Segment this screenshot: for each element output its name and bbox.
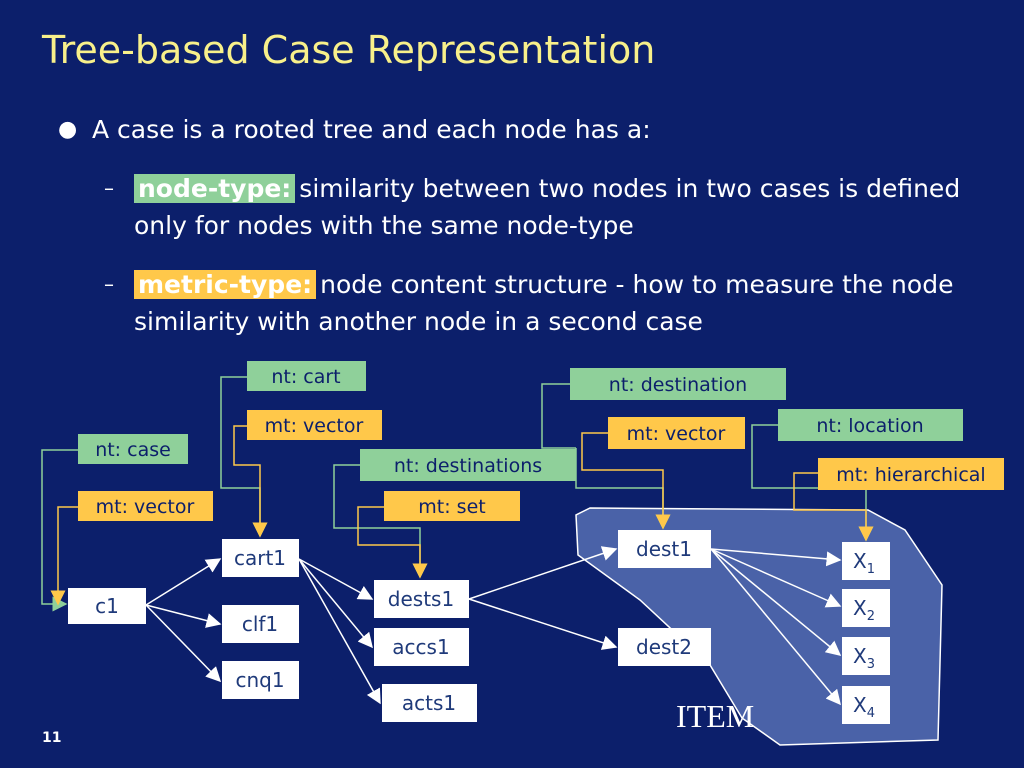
tag-mt-vector-case-label: mt: vector <box>96 496 195 518</box>
tag-nt-cart: nt: cart <box>247 361 366 391</box>
edge-cart1-acts1 <box>298 558 381 705</box>
node-c1: c1 <box>68 588 146 624</box>
edge-c1-cnq1 <box>145 604 222 683</box>
node-dest2: dest2 <box>618 628 711 666</box>
mt-case-connector <box>50 506 78 606</box>
edge-dests1-dest2 <box>468 598 618 650</box>
node-dest2-label: dest2 <box>636 635 692 659</box>
tag-nt-location: nt: location <box>778 409 963 441</box>
edge-c1-cart1 <box>145 558 222 606</box>
nt-location-connector <box>751 424 874 542</box>
edge-dests1-dest1 <box>468 546 618 600</box>
nt-case-connector <box>41 449 78 612</box>
tag-nt-location-label: nt: location <box>816 415 923 437</box>
node-accs1: accs1 <box>374 628 469 666</box>
node-x2: X2 <box>842 589 890 627</box>
tag-nt-destinations-label: nt: destinations <box>394 455 542 477</box>
node-type-highlight: node-type: <box>134 174 296 203</box>
tag-nt-case: nt: case <box>78 434 188 464</box>
tag-mt-vector-dest: mt: vector <box>608 417 745 449</box>
tag-nt-destination-label: nt: destination <box>609 374 747 396</box>
metric-type-highlight: metric-type: <box>134 270 317 299</box>
node-cart1: cart1 <box>222 539 299 577</box>
tag-mt-vector-cart-label: mt: vector <box>265 415 364 437</box>
tag-mt-set: mt: set <box>384 491 520 521</box>
node-clf1: clf1 <box>222 605 299 643</box>
node-cnq1: cnq1 <box>222 661 299 699</box>
node-dests1-label: dests1 <box>388 587 454 611</box>
mt-vector-dest-connector <box>581 432 671 530</box>
node-x1-label: X1 <box>853 549 875 577</box>
bullet-text: A case is a rooted tree and each node ha… <box>92 115 651 144</box>
item-label: ITEM <box>676 698 754 734</box>
edge-dest1-x2 <box>710 548 842 608</box>
edge-cart1-accs1 <box>298 558 373 649</box>
edge-c1-clf1 <box>145 604 222 628</box>
node-cnq1-label: cnq1 <box>235 668 284 692</box>
node-x3: X3 <box>842 637 890 675</box>
node-x3-label: X3 <box>853 644 875 672</box>
tag-mt-vector-dest-label: mt: vector <box>627 423 726 445</box>
slide-title: Tree-based Case Representation <box>42 28 656 72</box>
tag-nt-case-label: nt: case <box>95 439 171 461</box>
dash-icon: – <box>104 272 114 296</box>
tag-mt-vector-cart: mt: vector <box>247 410 382 440</box>
node-accs1-label: accs1 <box>392 635 449 659</box>
node-clf1-label: clf1 <box>242 612 278 636</box>
tag-nt-destinations: nt: destinations <box>360 449 576 481</box>
edge-cart1-dests1 <box>298 558 374 600</box>
edge-dest1-x4 <box>710 548 841 706</box>
tag-mt-vector-case: mt: vector <box>78 491 213 521</box>
mt-set-connector <box>357 506 428 579</box>
node-x4-label: X4 <box>853 693 875 721</box>
node-x1: X1 <box>842 542 890 580</box>
tag-mt-set-label: mt: set <box>418 496 485 518</box>
node-dest1: dest1 <box>618 530 711 568</box>
page-number: 11 <box>42 730 62 746</box>
tag-mt-hierarchical: mt: hierarchical <box>818 458 1004 490</box>
node-cart1-label: cart1 <box>234 546 286 570</box>
node-dest1-label: dest1 <box>636 537 692 561</box>
tag-mt-hierarchical-label: mt: hierarchical <box>836 464 985 486</box>
mt-cart-connector <box>233 425 268 538</box>
metric-type-text: node content structure - how to measure … <box>134 270 954 336</box>
node-dests1: dests1 <box>374 580 469 618</box>
node-x4: X4 <box>842 686 890 724</box>
dash-icon: – <box>104 176 114 200</box>
tag-nt-cart-label: nt: cart <box>271 366 340 388</box>
edge-dest1-x3 <box>710 548 842 656</box>
bullet-dot-icon: ● <box>58 117 78 142</box>
node-acts1: acts1 <box>382 684 477 722</box>
node-acts1-label: acts1 <box>402 691 456 715</box>
nt-cart-connector <box>220 376 268 538</box>
node-c1-label: c1 <box>95 594 119 618</box>
node-x2-label: X2 <box>853 596 875 624</box>
edge-dest1-x1 <box>710 548 842 567</box>
tag-nt-destination: nt: destination <box>570 368 786 400</box>
nt-destination-connector-top <box>541 383 576 449</box>
mt-hierarchical-connector <box>793 472 874 542</box>
node-type-text: similarity between two nodes in two case… <box>134 174 961 240</box>
